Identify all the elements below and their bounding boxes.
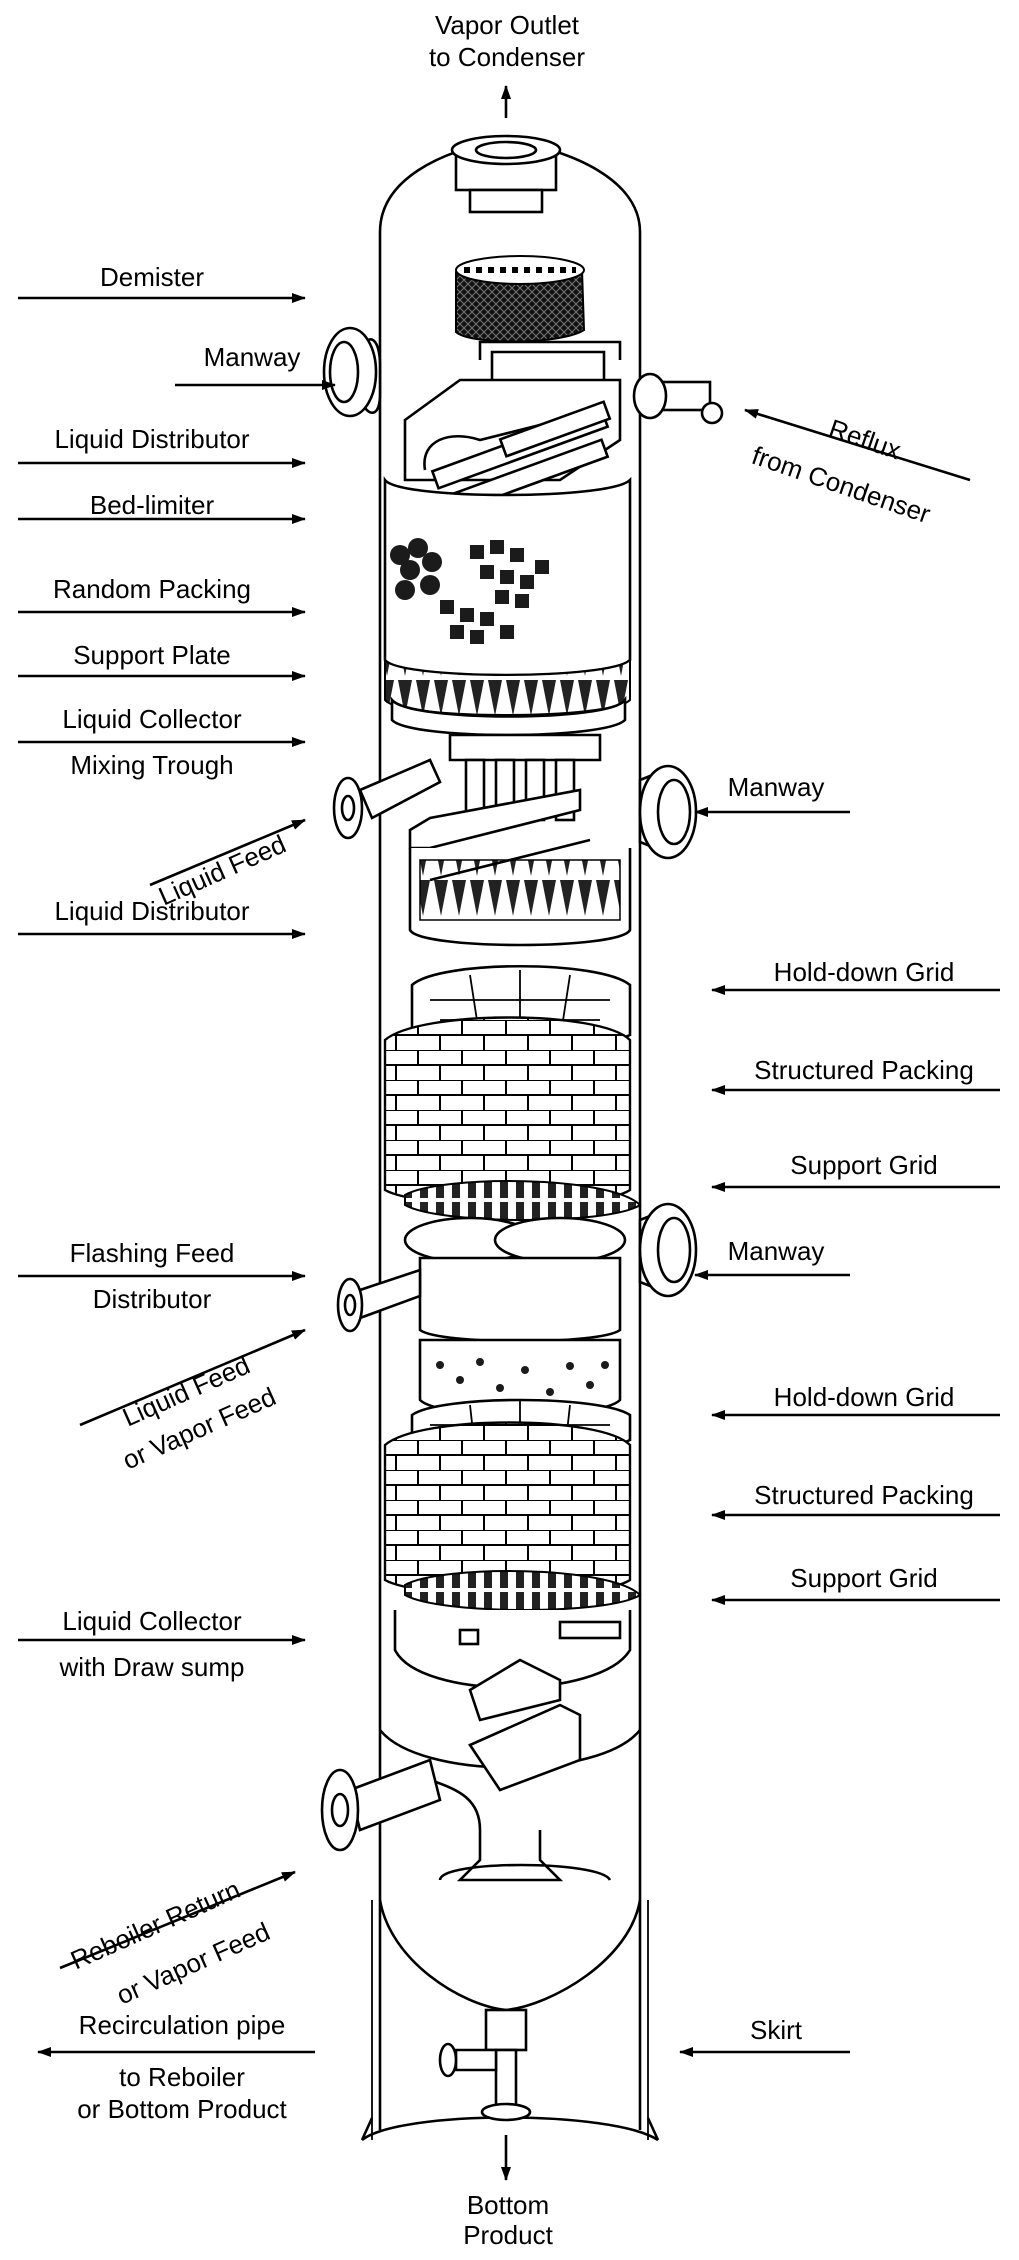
- liquid-collector-draw-label-line2: with Draw sump: [59, 1652, 245, 1682]
- reboiler-return-nozzle: [320, 1758, 442, 1852]
- bottom-product-piping: [438, 2008, 532, 2181]
- vapor-outlet-label-line2: to Condenser: [428, 42, 586, 72]
- bed-limiter-label: Bed-limiter: [89, 490, 215, 520]
- support-plate-label: Support Plate: [73, 640, 231, 670]
- liquid-collector-label-line1: Liquid Collector: [62, 704, 242, 734]
- support-grid-lower: [404, 1570, 642, 1611]
- leader-arrows-right: [679, 408, 1000, 2057]
- top-liquid-distributor: [403, 340, 622, 517]
- mixing-trough-label: Mixing Trough: [70, 750, 234, 780]
- manway-top: [322, 326, 382, 418]
- random-packing-label: Random Packing: [53, 574, 251, 604]
- random-packing-bed: [383, 476, 632, 677]
- support-plate: [384, 657, 631, 737]
- bottom-head: [378, 1899, 642, 2012]
- support-grid-lower-label: Support Grid: [790, 1563, 938, 1593]
- manway-lower: [638, 1202, 698, 1298]
- manway-middle: [638, 764, 698, 860]
- support-grid-upper: [404, 1180, 642, 1221]
- recirculation-label-line3: or Bottom Product: [77, 2094, 287, 2124]
- middle-liquid-distributor-label: Liquid Distributor: [54, 896, 250, 926]
- recirculation-label-line1: Recirculation pipe: [78, 2010, 286, 2040]
- skirt-label: Skirt: [750, 2015, 802, 2045]
- hold-down-grid-upper-label: Hold-down Grid: [773, 957, 955, 987]
- manway-top-label: Manway: [203, 342, 301, 372]
- random-packing-rings: [390, 538, 549, 644]
- bottom-product-label-line1: Bottom: [466, 2190, 550, 2220]
- liquid-feed-nozzle-upper: [332, 758, 442, 840]
- bottom-product-label-line2: Product: [463, 2220, 553, 2250]
- feed-nozzle-middle: [336, 1268, 422, 1333]
- demister-label: Demister: [99, 262, 205, 292]
- liquid-collector-draw-sump: [393, 1610, 632, 1722]
- vapor-outlet-nozzle: [450, 85, 562, 214]
- structured-packing-lower: [383, 1421, 632, 1597]
- manway-middle-label: Manway: [727, 772, 825, 802]
- structured-packing-upper: [383, 1016, 632, 1207]
- manway-lower-label: Manway: [727, 1236, 825, 1266]
- support-grid-upper-label: Support Grid: [790, 1150, 938, 1180]
- structured-packing-upper-label: Structured Packing: [754, 1055, 974, 1085]
- reflux-nozzle: [632, 372, 724, 425]
- hold-down-grid-lower-label: Hold-down Grid: [773, 1382, 955, 1412]
- demister-pad: [455, 255, 586, 343]
- flashing-feed-label-line1: Flashing Feed: [69, 1238, 235, 1268]
- middle-liquid-distributor: [408, 838, 632, 947]
- recirculation-label-line2: to Reboiler: [119, 2062, 245, 2092]
- top-liquid-distributor-label: Liquid Distributor: [54, 424, 250, 454]
- bottom-head-and-baffles: [378, 1703, 642, 1882]
- structured-packing-lower-label: Structured Packing: [754, 1480, 974, 1510]
- leader-arrows-left: [18, 293, 336, 2057]
- flashing-feed-distributor: [403, 1216, 627, 1343]
- flashing-feed-label-line2: Distributor: [92, 1284, 212, 1314]
- liquid-collector-mixing-trough: [408, 733, 602, 850]
- vapor-outlet-label-line1: Vapor Outlet: [434, 10, 580, 40]
- liquid-collector-draw-label-line1: Liquid Collector: [62, 1606, 242, 1636]
